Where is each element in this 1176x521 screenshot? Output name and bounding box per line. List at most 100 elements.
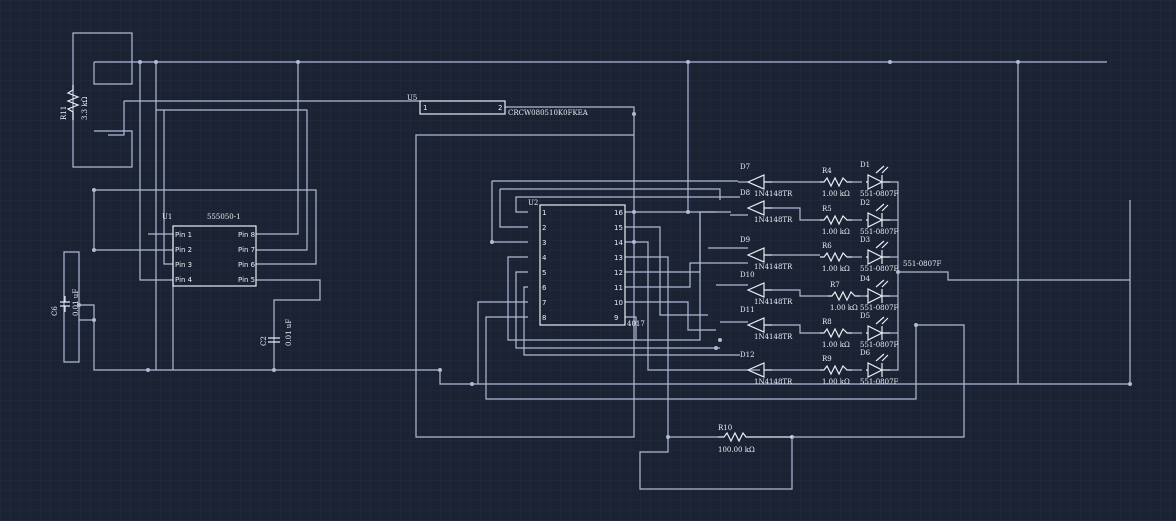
- diode-ref: D9: [740, 236, 750, 244]
- u2-pin-14: 14: [614, 239, 623, 247]
- resistor-ref: R9: [822, 355, 832, 363]
- u2-pin-2: 2: [542, 224, 546, 232]
- c6-value: 0.01 uF: [72, 289, 80, 316]
- c2-ref: C2: [260, 336, 268, 346]
- resistor-symbol: [820, 251, 852, 263]
- resistor-value: 1.00 kΩ: [822, 190, 850, 198]
- diode-part: 1N4148TR: [754, 378, 793, 386]
- resistor-r5[interactable]: R5 1.00 kΩ: [820, 205, 852, 236]
- u1-pin-4: Pin 4: [175, 276, 193, 284]
- resistor-r8[interactable]: R8 1.00 kΩ: [820, 318, 852, 349]
- diode-part: 1N4148TR: [754, 333, 793, 341]
- diode-d12[interactable]: D12 1N4148TR: [740, 351, 793, 386]
- led-ref: D2: [860, 199, 870, 207]
- u2-pin-6: 6: [542, 284, 547, 292]
- diode-symbol: [746, 282, 772, 298]
- led-symbol: [866, 279, 890, 304]
- led-net-label: 551-0807F: [903, 260, 942, 268]
- led-d3[interactable]: D3 551-0807F: [860, 236, 899, 273]
- resistor-symbol: [820, 364, 852, 376]
- u1-pin-1: Pin 1: [175, 231, 192, 239]
- resistor-ref: R6: [822, 242, 832, 250]
- u2-ref: U2: [528, 199, 538, 207]
- diode-part: 1N4148TR: [754, 298, 793, 306]
- c6-capacitor[interactable]: C6 0.01 uF: [51, 289, 80, 316]
- diode-d11[interactable]: D11 1N4148TR: [740, 306, 793, 341]
- diode-d9[interactable]: D9 1N4148TR: [740, 236, 793, 271]
- u1-pin-5: Pin 5: [238, 276, 255, 284]
- diode-ref: D10: [740, 271, 755, 279]
- u5-pin-2: 2: [498, 104, 502, 112]
- c6-ref: C6: [51, 306, 59, 316]
- u2-pin-9: 9: [614, 314, 618, 322]
- junctions: [77, 60, 1132, 439]
- u2-pin-3: 3: [542, 239, 546, 247]
- led-ref: D1: [860, 161, 870, 169]
- diode-ref: D11: [740, 306, 755, 314]
- u2-pin-10: 10: [614, 299, 623, 307]
- u2-part: 4017: [627, 320, 645, 328]
- resistor-value: 1.00 kΩ: [822, 228, 850, 236]
- row-3: D9 1N4148TR R6 1.00 kΩ D3 551-0807F: [740, 236, 899, 273]
- diode-d10[interactable]: D10 1N4148TR: [740, 271, 793, 306]
- resistor-symbol: [820, 327, 852, 339]
- resistor-ref: R4: [822, 167, 832, 175]
- resistor-ref: R5: [822, 205, 832, 213]
- led-symbol: [866, 165, 890, 190]
- led-ref: D5: [860, 312, 870, 320]
- resistor-r9[interactable]: R9 1.00 kΩ: [820, 355, 852, 386]
- r11-resistor[interactable]: R11 3.3 kΩ: [60, 85, 89, 120]
- resistor-value: 1.00 kΩ: [822, 378, 850, 386]
- u2-pin-1: 1: [542, 209, 546, 217]
- led-d1[interactable]: D1 551-0807F: [860, 161, 899, 198]
- u2-pin-16: 16: [614, 209, 623, 217]
- diode-symbol: [746, 200, 772, 216]
- diode-symbol: [746, 362, 772, 378]
- led-ref: D3: [860, 236, 870, 244]
- u2-pin-8: 8: [542, 314, 546, 322]
- diode-part: 1N4148TR: [754, 190, 793, 198]
- r10-resistor[interactable]: R10 100.00 kΩ: [718, 424, 792, 454]
- led-symbol: [866, 353, 890, 378]
- u5-pin-1: 1: [423, 104, 427, 112]
- resistor-value: 1.00 kΩ: [830, 304, 858, 312]
- diode-symbol: [746, 317, 772, 333]
- resistor-r7[interactable]: R71.00 kΩ: [828, 281, 860, 312]
- r11-ref: R11: [60, 106, 68, 120]
- u1-ic[interactable]: U1 555050-1 Pin 1 Pin 2 Pin 3 Pin 4 Pin …: [162, 213, 257, 287]
- u2-pin-7: 7: [542, 299, 546, 307]
- resistor-value: 1.00 kΩ: [822, 341, 850, 349]
- resistor-r4[interactable]: R4 1.00 kΩ: [820, 167, 852, 198]
- led-symbol: [866, 240, 890, 265]
- led-part: 551-0807F: [860, 378, 899, 386]
- c2-capacitor[interactable]: C2 0.01 uF: [260, 319, 293, 346]
- led-part: 551-0807F: [860, 190, 899, 198]
- led-symbol: [866, 203, 890, 228]
- resistor-ref: R8: [822, 318, 832, 326]
- u5-part: CRCW080510K0FKEA: [508, 109, 589, 117]
- diode-ref: D12: [740, 351, 755, 359]
- resistor-value: 1.00 kΩ: [822, 265, 850, 273]
- u5-component[interactable]: U5 1 2 CRCW080510K0FKEA: [407, 94, 589, 117]
- led-part: 551-0807F: [860, 265, 899, 273]
- resistor-r6[interactable]: R6 1.00 kΩ: [820, 242, 852, 273]
- diode-part: 1N4148TR: [754, 263, 793, 271]
- diode-part: 1N4148TR: [754, 216, 793, 224]
- u1-pin-3: Pin 3: [175, 261, 192, 269]
- led-part: 551-0807F: [860, 341, 899, 349]
- led-d5[interactable]: D5 551-0807F: [860, 312, 899, 349]
- led-symbol: [866, 316, 890, 341]
